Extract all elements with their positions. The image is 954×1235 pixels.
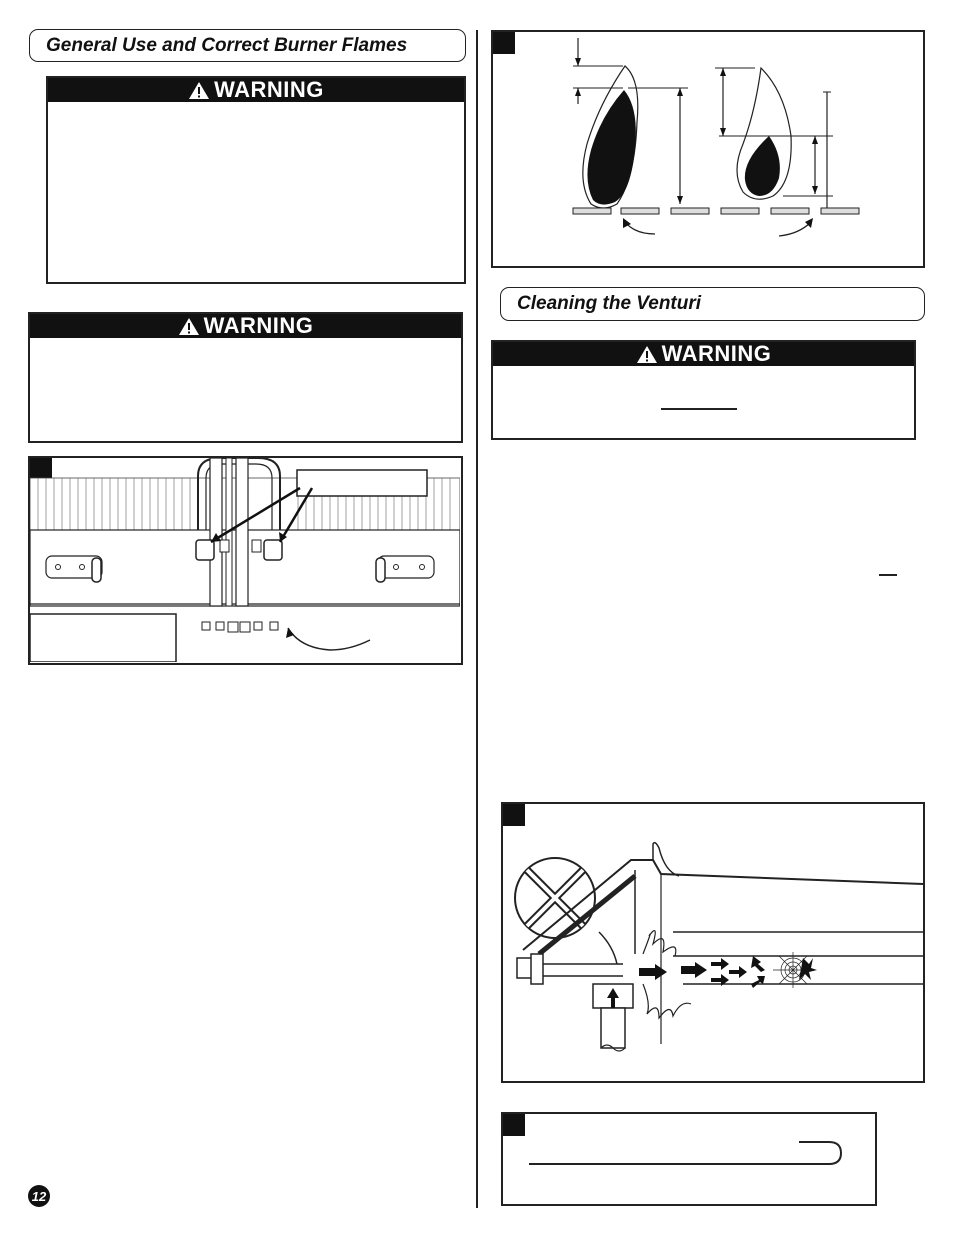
short-rule — [879, 574, 897, 576]
warning-banner-3: WARNING — [493, 341, 914, 366]
warning-box-3: WARNING — [491, 340, 916, 440]
warning-triangle-icon — [189, 81, 210, 99]
warning-box-2: WARNING — [28, 312, 463, 443]
figure-number-tab — [30, 458, 52, 480]
warning-triangle-icon — [636, 345, 657, 363]
figure-number-tab — [503, 804, 525, 826]
warning-label-3: WARNING — [661, 341, 772, 366]
warning-label-1: WARNING — [214, 77, 324, 102]
underline-rule — [661, 408, 737, 410]
burner-valves-illustration — [30, 458, 460, 662]
warning-banner-2: WARNING — [30, 313, 461, 338]
figure-venturi-obstruction — [501, 802, 925, 1083]
section-title-general-use: General Use and Correct Burner Flames — [46, 35, 408, 56]
section-header-cleaning-venturi: Cleaning the Venturi — [500, 287, 925, 321]
warning-box-1: WARNING — [46, 76, 466, 284]
venturi-obstruction-illustration — [514, 841, 923, 1052]
figure-venturi-brush — [501, 1112, 877, 1206]
figure-number-tab — [493, 32, 515, 54]
page-number: 12 — [31, 1188, 47, 1204]
warning-triangle-icon — [178, 317, 199, 335]
section-title-cleaning-venturi: Cleaning the Venturi — [517, 293, 702, 314]
figure-burner-valves — [28, 456, 463, 665]
venturi-brush-illustration — [529, 1141, 843, 1165]
warning-label-2: WARNING — [203, 313, 314, 338]
figure-burner-flames — [491, 30, 925, 268]
burner-flames-illustration — [572, 38, 860, 237]
column-divider — [476, 30, 478, 1208]
warning-banner-1: WARNING — [48, 77, 464, 102]
section-header-general-use: General Use and Correct Burner Flames — [29, 29, 466, 62]
figure-number-tab — [503, 1114, 525, 1136]
page-number-badge: 12 — [28, 1185, 50, 1207]
